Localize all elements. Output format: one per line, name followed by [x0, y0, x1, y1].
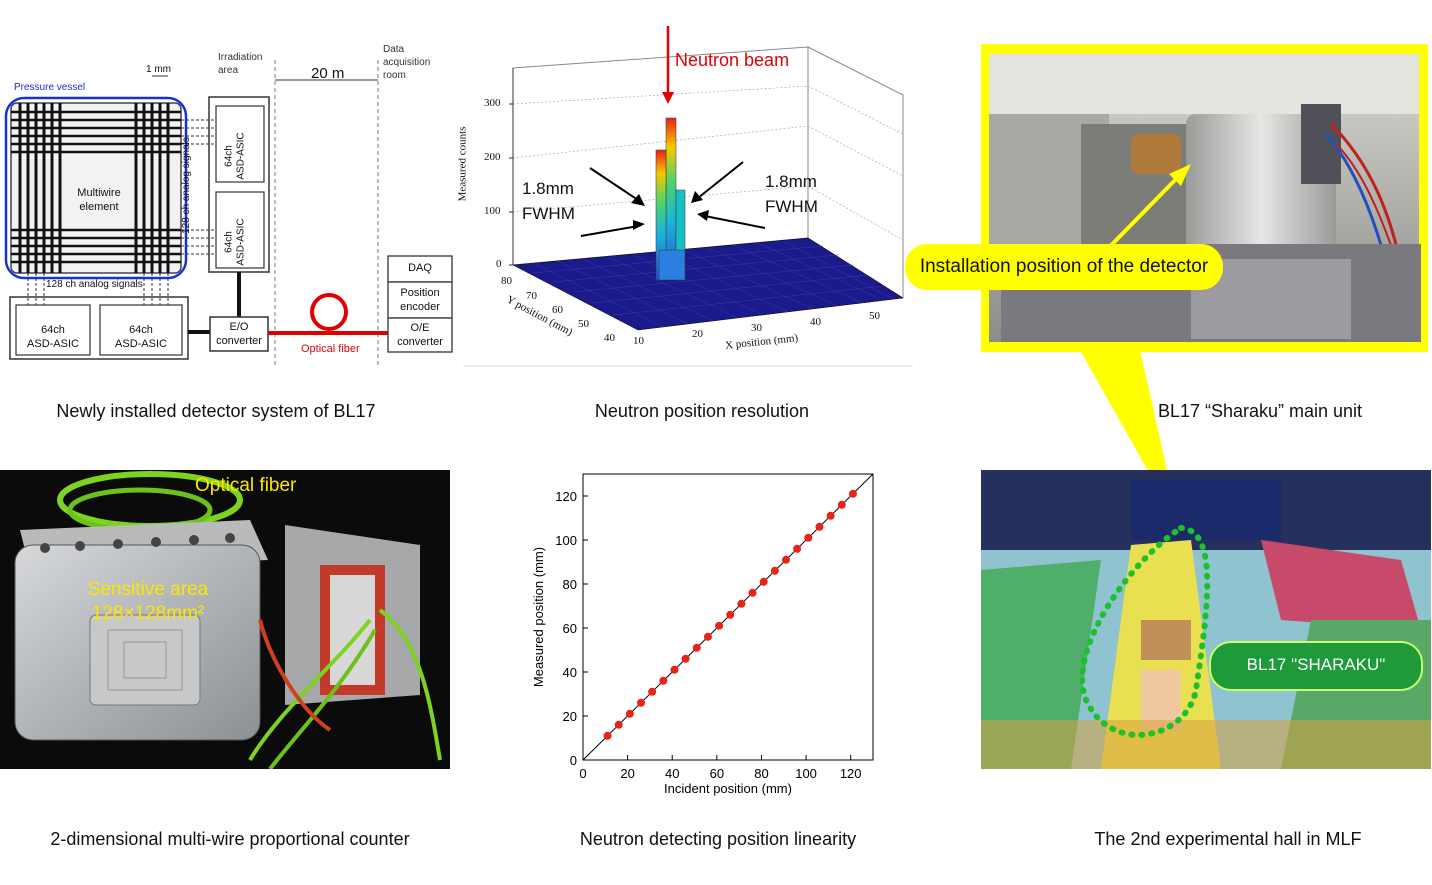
data-point [715, 621, 724, 630]
asic-bottom-left-label: 64ch ASD-ASIC [27, 324, 79, 350]
optical-fiber-photo-label: Optical fiber [195, 475, 297, 496]
main-unit-photo [981, 44, 1428, 352]
data-point [837, 500, 846, 509]
data-point [726, 610, 735, 619]
y-tick-label: 120 [555, 489, 577, 504]
resolution-plot: Neutron beam 1.8mm FWHM 1.8mm FWHM Measu… [456, 0, 918, 370]
z-tick-100: 100 [484, 205, 501, 217]
z-tick-300: 300 [484, 97, 501, 109]
x-tick-label: 80 [754, 766, 768, 781]
analog-signals-vertical-label: 128 ch analog signals [180, 137, 192, 234]
detector-callout [905, 244, 1223, 290]
daq-room-label: Data acquisition room [383, 44, 431, 81]
y-tick-80: 80 [501, 275, 512, 287]
data-point [804, 533, 813, 542]
one-mm-label: 1 mm [146, 64, 171, 75]
mwpc-photo: Optical fiber Sensitive area 128×128mm² [0, 470, 450, 769]
fwhm-left-label: 1.8mm FWHM [522, 179, 575, 223]
caption-main-unit: BL17 “Sharaku” main unit [1157, 401, 1363, 421]
sharaku-badge-label: BL17 "SHARAKU" [1246, 655, 1386, 674]
data-point [648, 687, 657, 696]
caption-mwpc: 2-dimensional multi-wire proportional co… [50, 829, 410, 849]
asic-bottom-right-label: 64ch ASD-ASIC [115, 324, 167, 350]
z-tick-0: 0 [496, 258, 502, 270]
y-axis-label: Measured position (mm) [531, 547, 546, 687]
data-point [603, 731, 612, 740]
caption-detector-system: Newly installed detector system of BL17 [56, 401, 376, 421]
data-point [637, 698, 645, 707]
hall-photo: BL17 "SHARAKU" [981, 470, 1431, 769]
y-tick-label: 60 [563, 621, 577, 636]
y-tick-label: 80 [563, 577, 577, 592]
x-tick-label: 40 [665, 766, 679, 781]
data-point [815, 522, 824, 531]
y-tick-label: 40 [563, 665, 577, 680]
multiwire-element-label: Multiwire element [77, 187, 121, 213]
y-tick-label: 20 [563, 709, 577, 724]
y-tick-40: 40 [604, 332, 615, 344]
x-tick-40: 40 [810, 316, 821, 328]
y-tick-50: 50 [578, 318, 589, 330]
caption-linearity: Neutron detecting position linearity [579, 829, 857, 849]
x-tick-30: 30 [751, 322, 762, 334]
data-point [826, 511, 835, 520]
x-tick-10: 10 [633, 335, 644, 347]
data-point [681, 654, 690, 663]
data-point [670, 665, 679, 674]
x-tick-label: 20 [620, 766, 634, 781]
analog-signals-horizontal-label: 128 ch analog signals [46, 279, 143, 290]
x-axis-label: Incident position (mm) [664, 781, 792, 796]
distance-label: 20 m [311, 65, 345, 82]
data-point [659, 676, 668, 685]
daq-label: DAQ [408, 262, 432, 274]
x-tick-label: 60 [710, 766, 724, 781]
y-tick-60: 60 [552, 304, 563, 316]
eo-converter-label: E/O converter [216, 321, 262, 347]
irradiation-area-label: Irradiation area [218, 52, 263, 76]
sharaku-badge [1209, 641, 1423, 691]
z-axis-label: Measured counts [456, 126, 469, 202]
x-tick-label: 0 [579, 766, 586, 781]
x-tick-label: 120 [840, 766, 862, 781]
resolution-floor [512, 237, 904, 331]
z-tick-200: 200 [484, 151, 501, 163]
x-tick-50: 50 [869, 310, 880, 322]
optical-fiber-label: Optical fiber [301, 343, 360, 355]
data-point [614, 720, 623, 729]
asic-top-label: 64ch ASD-ASIC [223, 132, 247, 180]
detector-callout-label: Installation position of the detector [919, 256, 1209, 277]
position-encoder-label: Position encoder [400, 287, 440, 313]
data-point [793, 544, 802, 553]
data-point [703, 632, 712, 641]
fwhm-right-label: 1.8mm FWHM [765, 172, 818, 216]
data-point [625, 709, 634, 718]
data-point [759, 577, 768, 586]
data-point [782, 555, 790, 564]
x-tick-label: 100 [795, 766, 817, 781]
data-point [748, 588, 757, 597]
detector-system-schematic: Pressure vessel 1 mm Irradiation area 20… [0, 40, 460, 370]
data-point [737, 599, 746, 608]
neutron-beam-label: Neutron beam [675, 50, 790, 70]
data-point [770, 566, 779, 575]
y-tick-label: 100 [555, 533, 577, 548]
data-point [692, 643, 701, 652]
sensitive-area-label: Sensitive area 128×128mm² [87, 579, 209, 624]
asic-middle-label: 64ch ASD-ASIC [223, 218, 247, 266]
pressure-vessel-label: Pressure vessel [14, 82, 86, 93]
plot-frame [582, 473, 874, 761]
y-tick-70: 70 [526, 290, 537, 302]
x-tick-20: 20 [692, 328, 703, 340]
data-point [848, 489, 857, 498]
caption-hall: The 2nd experimental hall in MLF [1094, 829, 1362, 849]
y-tick-label: 0 [570, 753, 577, 768]
oe-converter-label: O/E converter [397, 322, 443, 348]
caption-resolution: Neutron position resolution [594, 401, 810, 421]
